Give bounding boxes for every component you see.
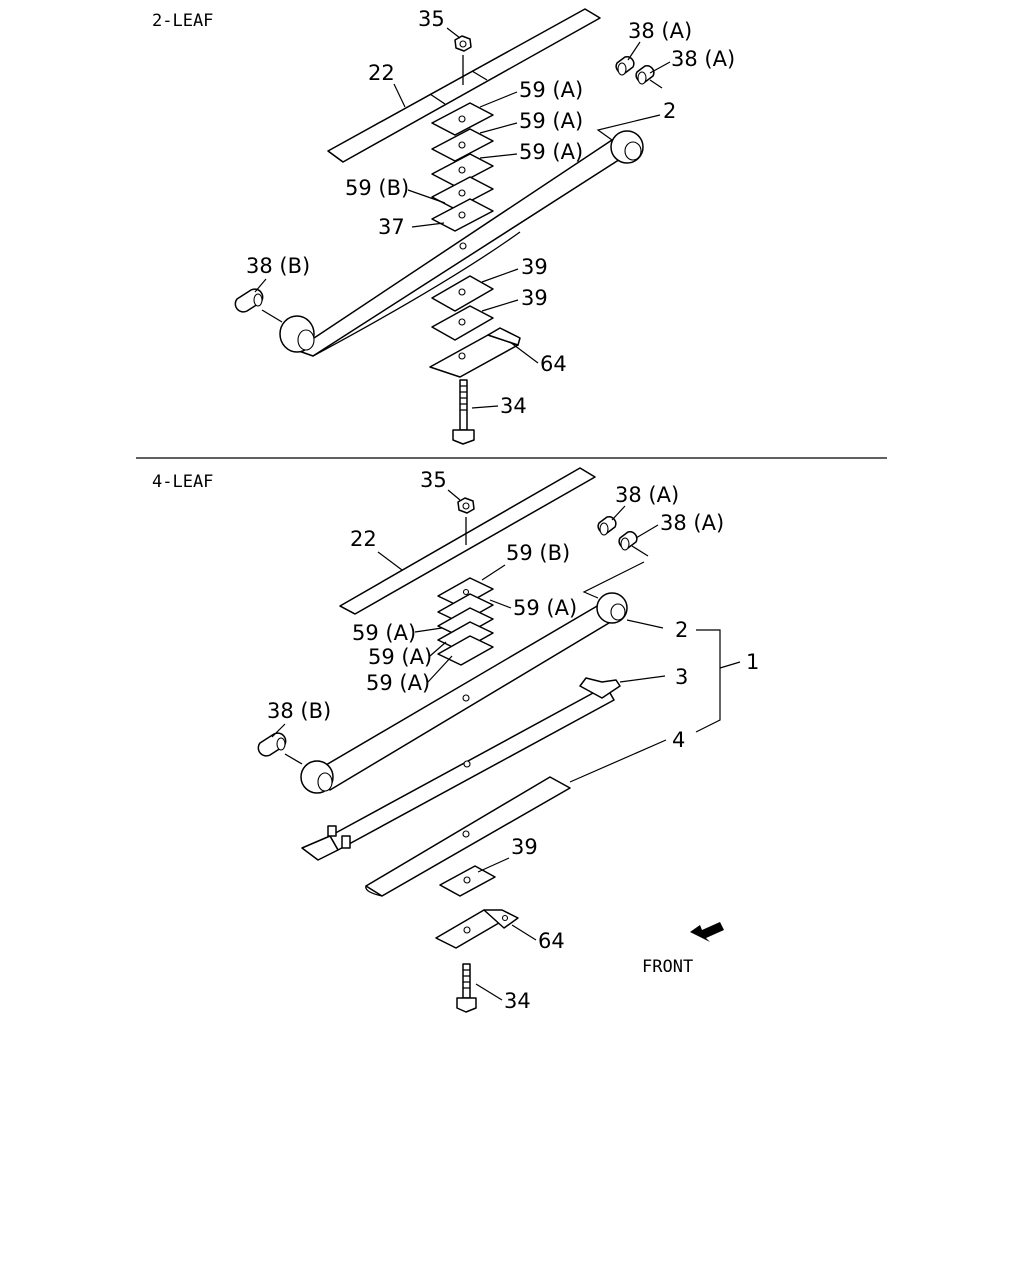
callout-22: 22 — [350, 527, 377, 551]
callout-38b: 38 (B) — [267, 699, 331, 723]
callout-39: 39 — [511, 835, 538, 859]
bushing-38b — [257, 732, 303, 765]
callout-3: 3 — [675, 665, 688, 689]
section-title-4-leaf: 4-LEAF — [152, 472, 213, 492]
callout-38a: 38 (A) — [660, 511, 724, 535]
bushing-38a-pair — [615, 56, 663, 89]
bolt-34 — [452, 379, 475, 445]
bracket-64 — [429, 327, 521, 378]
callout-37: 37 — [378, 215, 405, 239]
callout-59b: 59 (B) — [506, 541, 570, 565]
nut-35 — [457, 497, 475, 545]
leaf-4 — [365, 776, 571, 897]
callout-35: 35 — [420, 468, 447, 492]
callout-59a: 59 (A) — [519, 140, 583, 164]
callout-4: 4 — [672, 728, 685, 752]
leader-lines-top — [254, 27, 671, 409]
callout-22: 22 — [368, 61, 395, 85]
callout-59a: 59 (A) — [513, 596, 577, 620]
leader-lines-bottom — [271, 489, 741, 1001]
four-leaf-section: 4-LEAF — [152, 467, 759, 1013]
callout-59a: 59 (A) — [519, 78, 583, 102]
bolt-34 — [456, 963, 477, 1013]
upper-leaf-22 — [327, 8, 601, 163]
callout-64: 64 — [540, 352, 567, 376]
callout-38b: 38 (B) — [246, 254, 310, 278]
shim-stack-bottom — [437, 577, 494, 666]
callout-38a: 38 (A) — [615, 483, 679, 507]
shim-stack-top — [431, 102, 494, 232]
section-title-2-leaf: 2-LEAF — [152, 11, 213, 31]
bracket-64 — [435, 909, 519, 949]
callouts-top: 35 22 38 (A) 38 (A) 59 (A) 59 (A) 59 (A)… — [246, 7, 735, 418]
nut-35 — [454, 35, 472, 85]
callout-2: 2 — [663, 99, 676, 123]
bushing-38b — [234, 288, 283, 323]
callout-2: 2 — [675, 618, 688, 642]
callout-38a: 38 (A) — [628, 19, 692, 43]
bushing-38a-pair — [597, 516, 649, 557]
two-leaf-section: 2-LEAF — [152, 7, 735, 445]
callout-34: 34 — [504, 989, 531, 1013]
callout-59a: 59 (A) — [368, 645, 432, 669]
pad-39 — [439, 865, 496, 897]
pads-39 — [431, 275, 494, 341]
callout-38a: 38 (A) — [671, 47, 735, 71]
callouts-bottom: 35 38 (A) 38 (A) 22 59 (B) 59 (A) 59 (A)… — [267, 468, 759, 1013]
callout-39: 39 — [521, 255, 548, 279]
callout-35: 35 — [418, 7, 445, 31]
callout-59a: 59 (A) — [519, 109, 583, 133]
front-label: FRONT — [642, 957, 693, 977]
callout-1: 1 — [746, 650, 759, 674]
callout-64: 64 — [538, 929, 565, 953]
leaf-3 — [301, 677, 621, 861]
callout-39: 39 — [521, 286, 548, 310]
callout-59a: 59 (A) — [352, 621, 416, 645]
main-leaf-2 — [279, 130, 644, 357]
callout-34: 34 — [500, 394, 527, 418]
upper-leaf-22 — [339, 467, 596, 615]
main-leaf-2 — [300, 592, 628, 794]
front-arrow-icon — [690, 922, 724, 942]
callout-59b: 59 (B) — [345, 176, 409, 200]
callout-59a: 59 (A) — [366, 671, 430, 695]
